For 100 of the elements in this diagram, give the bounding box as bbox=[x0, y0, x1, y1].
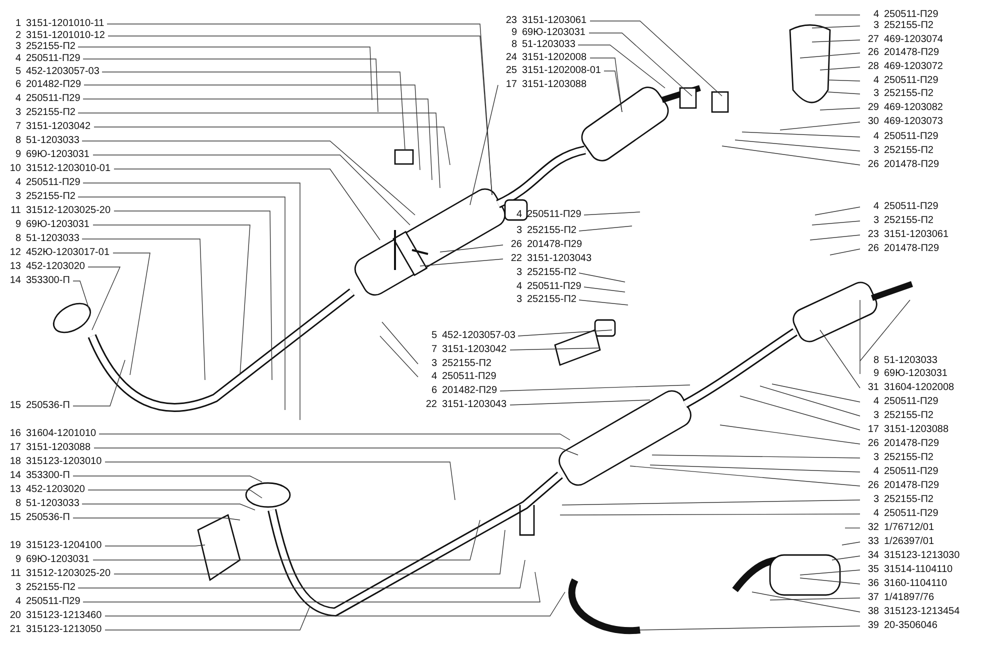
leader-line bbox=[590, 20, 722, 96]
leader-line bbox=[740, 396, 860, 430]
callout-number: 4 bbox=[14, 596, 22, 608]
part-number: 51-1203033 bbox=[884, 355, 938, 367]
leader-line bbox=[630, 466, 860, 486]
part-number: 250511-П29 bbox=[26, 596, 80, 608]
callout-number: 24 bbox=[504, 52, 518, 64]
part-number: 3160-1104110 bbox=[884, 578, 948, 590]
part-number: 51-1203033 bbox=[26, 498, 80, 510]
callout-number: 3 bbox=[872, 494, 880, 506]
leader-line bbox=[812, 26, 860, 28]
leader-line bbox=[560, 514, 860, 516]
part-number: 315123-1213460 bbox=[26, 610, 102, 622]
part-number: 452-1203020 bbox=[26, 261, 85, 273]
part-number: 250511-П29 bbox=[884, 396, 938, 408]
leader-line bbox=[420, 258, 504, 266]
callout-number: 3 bbox=[14, 582, 22, 594]
callout-number: 26 bbox=[866, 438, 880, 450]
leader-line bbox=[78, 560, 526, 588]
callout-number: 23 bbox=[866, 229, 880, 241]
callout-number: 9 bbox=[510, 27, 518, 39]
part-number: 20-3506046 bbox=[884, 620, 938, 632]
part-number: 31604-1201010 bbox=[26, 428, 96, 440]
part-number: 252155-П2 bbox=[884, 145, 934, 157]
leader-line bbox=[94, 448, 578, 456]
callout-number: 18 bbox=[8, 456, 22, 468]
leader-line bbox=[510, 400, 650, 406]
leader-line bbox=[578, 300, 628, 306]
leader-line bbox=[82, 238, 206, 380]
part-number: 250536-П bbox=[26, 512, 70, 524]
part-number: 252155-П2 bbox=[884, 215, 934, 227]
part-number: 69Ю-1203031 bbox=[884, 368, 948, 380]
part-number: 315123-1213030 bbox=[884, 550, 960, 562]
callout-number: 4 bbox=[515, 209, 523, 221]
part-number: 252155-П2 bbox=[527, 225, 576, 237]
leader-line bbox=[92, 224, 250, 376]
part-number: 250511-П29 bbox=[884, 508, 938, 520]
callout-number: 9 bbox=[14, 219, 22, 231]
leader-line bbox=[84, 84, 420, 170]
callout-number: 5 bbox=[14, 66, 22, 78]
leader-line bbox=[830, 248, 860, 256]
part-number: 201478-П29 bbox=[527, 239, 582, 251]
part-number: 201478-П29 bbox=[884, 47, 940, 59]
part-number: 252155-П2 bbox=[884, 88, 934, 100]
part-number: 3151-1202008 bbox=[522, 52, 587, 64]
leader-line bbox=[82, 58, 378, 112]
callout-number: 15 bbox=[8, 512, 22, 524]
leader-line bbox=[760, 386, 860, 416]
callout-number: 26 bbox=[866, 47, 880, 59]
callout-number: 1 bbox=[14, 18, 22, 30]
part-number: 252155-П2 bbox=[26, 191, 76, 203]
part-number: 353300-П bbox=[26, 275, 70, 287]
leader-line bbox=[814, 14, 860, 16]
leader-line bbox=[814, 206, 860, 216]
leader-line bbox=[114, 210, 272, 380]
leader-line bbox=[584, 286, 626, 292]
callout-number: 3 bbox=[14, 41, 22, 53]
callout-number: 3 bbox=[515, 267, 523, 279]
leader-line bbox=[770, 598, 860, 600]
leader-line bbox=[104, 544, 206, 546]
leader-line bbox=[652, 454, 860, 458]
callout-number: 4 bbox=[14, 53, 22, 65]
leader-line bbox=[734, 140, 860, 152]
callout-number: 28 bbox=[866, 61, 880, 73]
callout-number: 15 bbox=[8, 400, 22, 412]
part-number: 469-1203073 bbox=[884, 116, 943, 128]
callout-number: 6 bbox=[14, 79, 22, 91]
leader-line bbox=[828, 80, 860, 82]
part-number: 315123-1213050 bbox=[26, 624, 102, 636]
leader-line bbox=[82, 140, 416, 216]
callout-number: 17 bbox=[8, 442, 22, 454]
part-number: 1/26397/01 bbox=[884, 536, 934, 548]
callout-number: 4 bbox=[872, 508, 880, 520]
leader-line bbox=[470, 84, 498, 206]
leader-line bbox=[812, 40, 860, 42]
callout-number: 3 bbox=[872, 88, 880, 100]
leader-line bbox=[832, 556, 860, 560]
callout-number: 26 bbox=[866, 159, 880, 171]
callout-number: 3 bbox=[14, 107, 22, 119]
leader-line bbox=[578, 226, 632, 232]
callout-number: 23 bbox=[504, 15, 518, 27]
leader-line bbox=[518, 330, 612, 336]
leader-line bbox=[578, 272, 626, 282]
leader-line bbox=[82, 504, 256, 510]
part-number: 250536-П bbox=[26, 400, 70, 412]
leader-line bbox=[104, 592, 566, 616]
part-number: 250511-П29 bbox=[527, 281, 582, 293]
callout-number: 7 bbox=[14, 121, 22, 133]
leader-line bbox=[588, 32, 692, 96]
callout-number: 8 bbox=[510, 39, 518, 51]
part-number: 3151-1201010-11 bbox=[26, 18, 104, 30]
leader-line bbox=[860, 300, 910, 362]
callout-number: 3 bbox=[872, 20, 880, 32]
leader-line bbox=[78, 196, 286, 410]
callout-number: 14 bbox=[8, 470, 22, 482]
leader-line bbox=[112, 252, 150, 376]
leader-line bbox=[72, 280, 90, 312]
callout-number: 30 bbox=[866, 116, 880, 128]
callout-number: 3 bbox=[872, 410, 880, 422]
callout-number: 19 bbox=[8, 540, 22, 552]
